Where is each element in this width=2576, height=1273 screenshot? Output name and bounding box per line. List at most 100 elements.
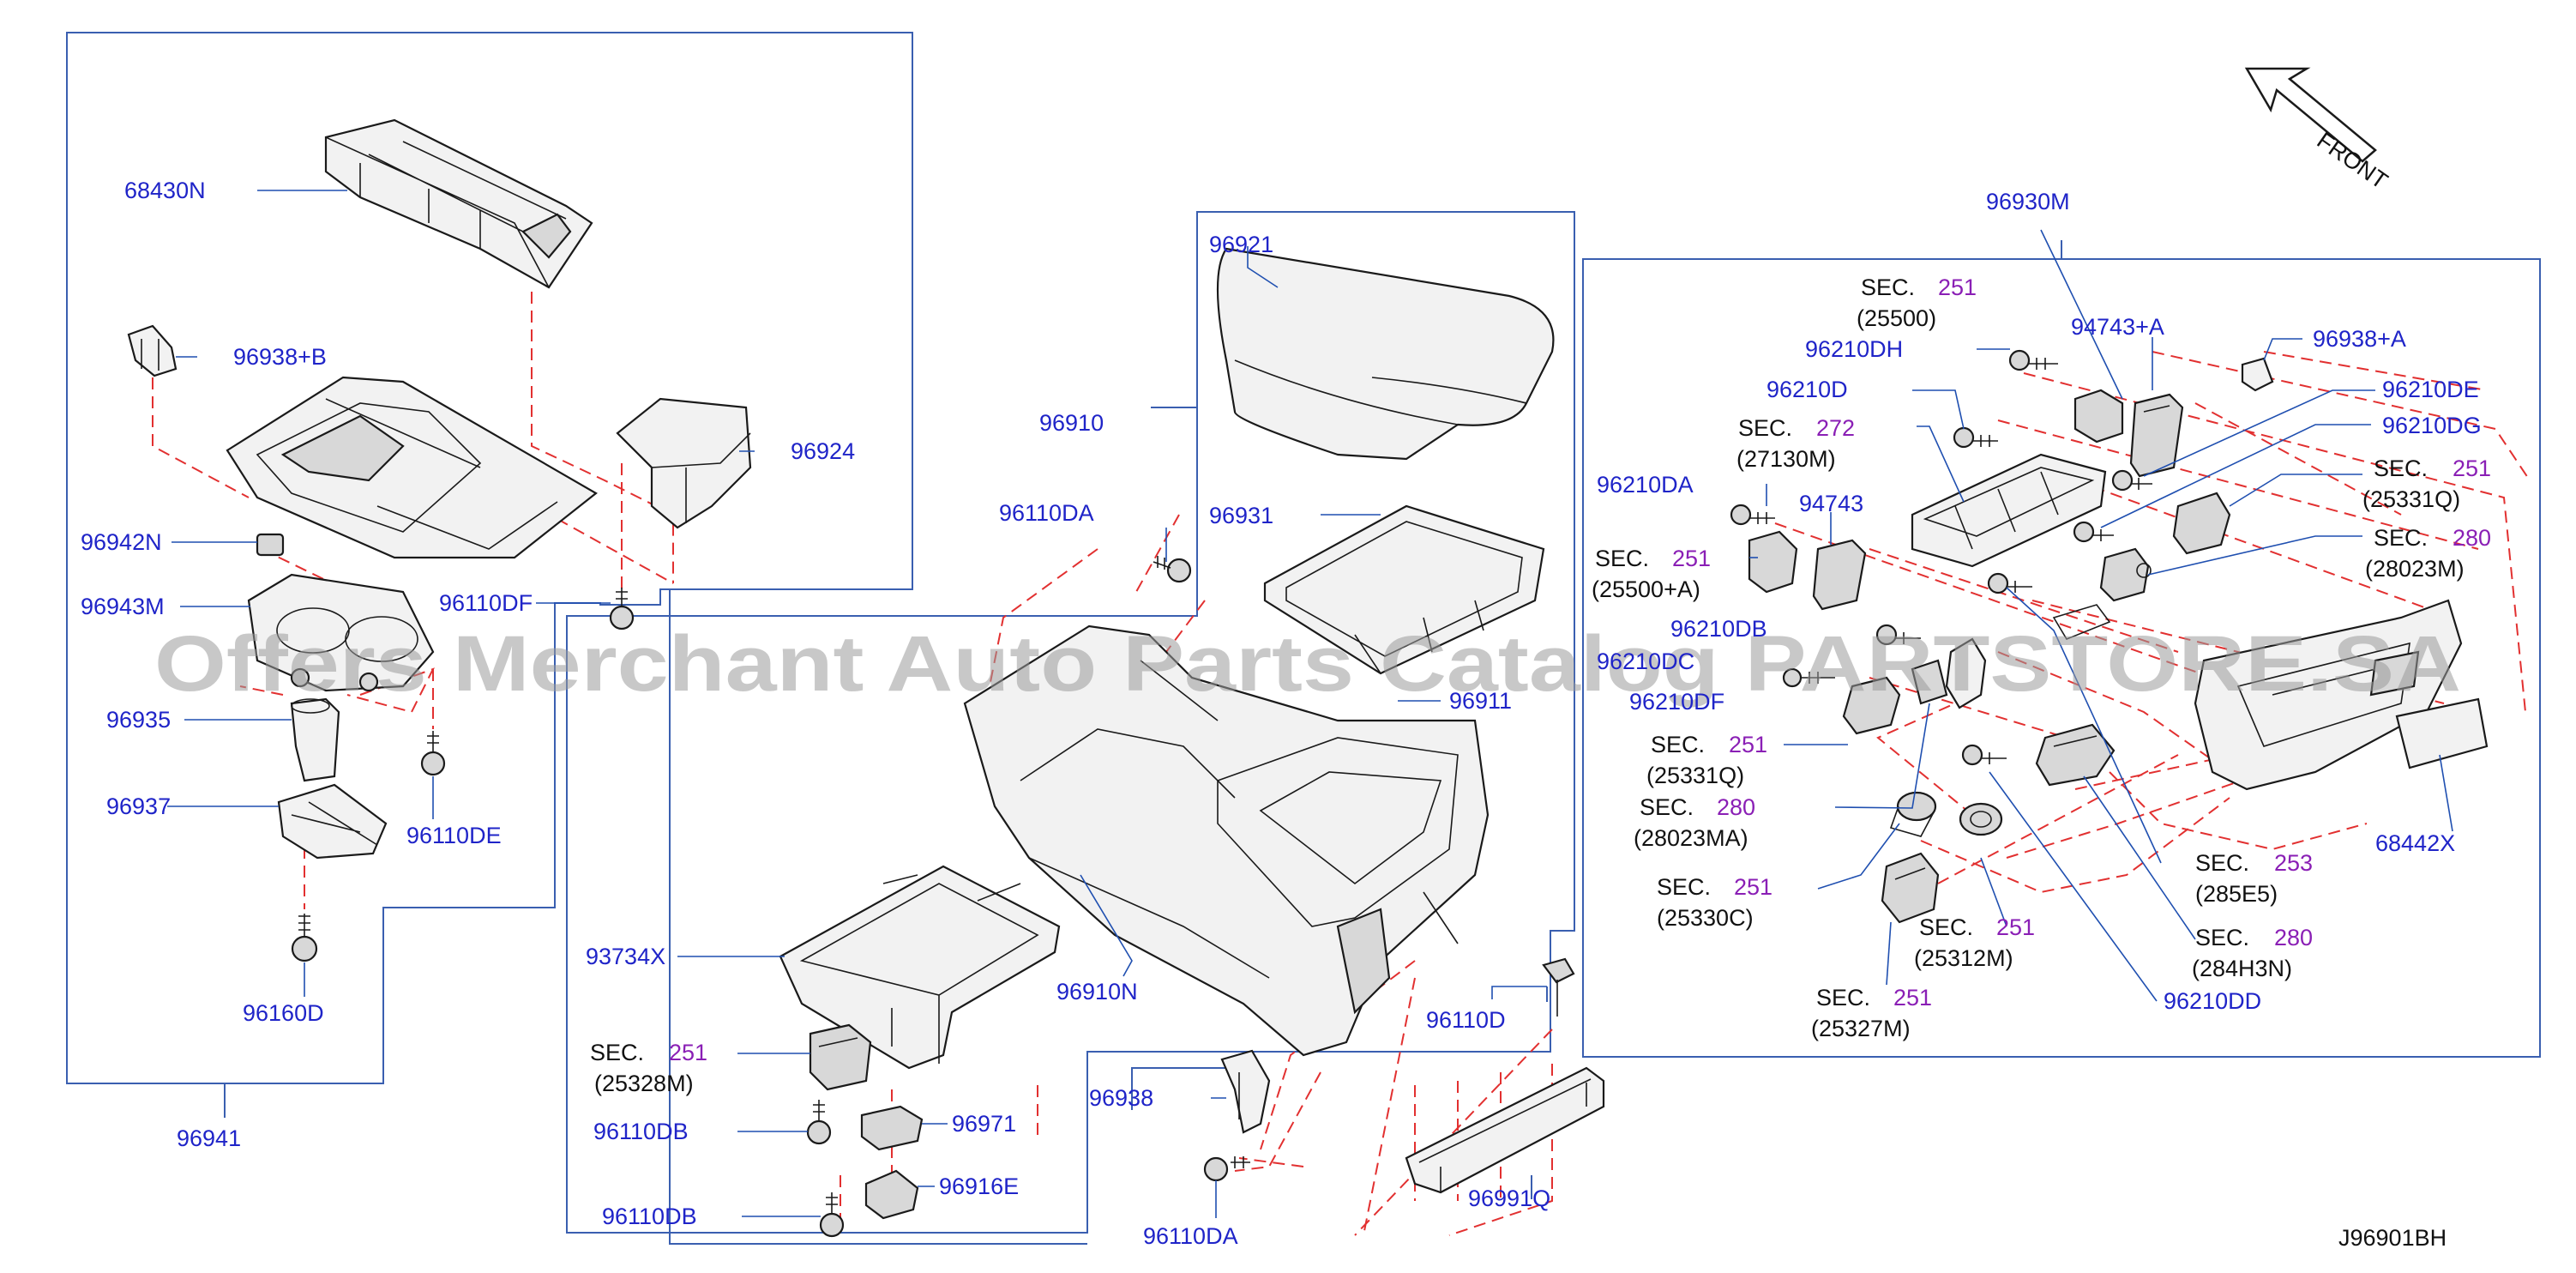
screw-96210DC	[1875, 624, 1921, 646]
sec-label-25331Q-right: SEC.	[2374, 456, 2428, 481]
sec-code-25312M: (25312M)	[1914, 945, 2013, 971]
label-96110DA-bottom: 96110DA	[1143, 1223, 1238, 1249]
label-96210DH: 96210DH	[1805, 336, 1903, 362]
label-96910N: 96910N	[1056, 979, 1138, 1005]
label-96931: 96931	[1209, 503, 1273, 528]
cupholder-96943M	[247, 573, 435, 692]
label-96971: 96971	[952, 1111, 1016, 1137]
sec-number-25500A: 251	[1672, 546, 1711, 571]
sec-number-25327M: 251	[1893, 985, 1932, 1011]
screw-96210DE	[2111, 469, 2152, 492]
lid-96921	[1216, 247, 1555, 461]
label-68430N: 68430N	[124, 178, 206, 203]
label-96110DB-a: 96110DB	[593, 1119, 689, 1144]
switch-94743A	[2129, 393, 2184, 478]
sec-number-285E5: 253	[2274, 850, 2313, 876]
label-96110DB-b: 96110DB	[602, 1204, 697, 1229]
label-96160D: 96160D	[243, 1000, 324, 1026]
switch-25331Q-left	[1842, 676, 1901, 735]
label-96210DE: 96210DE	[2382, 377, 2479, 402]
label-96943M: 96943M	[81, 594, 165, 619]
base-96937	[277, 783, 388, 860]
socket-28023M	[2099, 547, 2152, 602]
screw-96110DB-a	[806, 1100, 832, 1145]
label-94743: 94743	[1799, 491, 1863, 516]
screw-96210DD	[1961, 744, 2007, 766]
cap-96942N	[256, 533, 285, 557]
sec-number-28023M: 280	[2453, 525, 2491, 551]
screw-96110DA-bottom	[1203, 1156, 1250, 1182]
switch-25328M	[809, 1023, 872, 1091]
screw-96210DH	[2008, 349, 2058, 371]
console-96911	[963, 624, 1490, 1057]
sec-code-28023M: (28023M)	[2365, 556, 2465, 582]
bin-93734X	[779, 865, 1061, 1070]
clip-96938B	[127, 324, 178, 377]
label-96110DF: 96110DF	[439, 590, 533, 616]
label-96921: 96921	[1209, 232, 1273, 257]
sec-code-27130M: (27130M)	[1736, 446, 1836, 472]
label-96938B: 96938+B	[233, 344, 327, 370]
label-96910: 96910	[1039, 410, 1104, 436]
bracket-center	[1945, 604, 2111, 709]
bolt-96110D	[1542, 957, 1575, 1017]
screw-96210D	[1953, 426, 1998, 449]
label-96941: 96941	[177, 1125, 241, 1151]
sec-code-284H3N: (284H3N)	[2192, 956, 2292, 981]
sec-label-28023M: SEC.	[2374, 525, 2428, 551]
sec-label-25312M: SEC.	[1919, 914, 1973, 940]
label-96210DC: 96210DC	[1597, 649, 1694, 674]
label-96911: 96911	[1449, 688, 1512, 714]
sec-number-27130M: 272	[1816, 415, 1855, 441]
label-68442X: 68442X	[2375, 830, 2455, 856]
socket-25312M	[1959, 802, 2003, 836]
finisher-top	[226, 376, 598, 559]
screw-96160D	[291, 914, 318, 962]
assembly-lines-left	[152, 292, 674, 909]
finisher-68442X-area	[2194, 599, 2489, 791]
sec-number-284H3N: 280	[2274, 925, 2313, 950]
parts-left	[127, 118, 752, 962]
front-direction-arrow: FRONT	[2244, 67, 2392, 194]
label-96110DE: 96110DE	[406, 823, 502, 848]
sec-code-28023MA: (28023MA)	[1634, 825, 1748, 851]
label-96916E: 96916E	[939, 1173, 1019, 1199]
labels-center: 96921 96910 96110DA 96931 96911 93734X 9…	[586, 232, 1550, 1249]
tray-68430N	[324, 118, 593, 289]
label-96210DB: 96210DB	[1670, 616, 1767, 642]
switch-25500	[2073, 389, 2124, 443]
sec-code-285E5: (285E5)	[2195, 881, 2278, 907]
label-96938A: 96938+A	[2313, 326, 2406, 352]
label-96935: 96935	[106, 707, 171, 733]
sec-label-25500A: SEC.	[1595, 546, 1649, 571]
label-96210DD: 96210DD	[2164, 988, 2261, 1014]
label-96210D: 96210D	[1766, 377, 1848, 402]
module-285E5	[2035, 723, 2116, 787]
sec-number-25330C: 251	[1734, 874, 1773, 900]
sec-label-25327M: SEC.	[1816, 985, 1870, 1011]
label-96930M: 96930M	[1986, 189, 2070, 214]
label-96210DG: 96210DG	[2382, 413, 2482, 438]
labels-left: 68430N 96938+B 96924 96942N 96943M 96110…	[81, 178, 855, 1151]
label-96991Q: 96991Q	[1468, 1186, 1550, 1211]
sec-label-25500: SEC.	[1861, 275, 1915, 300]
boot-96935	[290, 697, 340, 782]
screw-96210DB	[1987, 572, 2032, 594]
sec-code-25331Q-right: (25331Q)	[2362, 486, 2460, 512]
screw-96110DB-b	[819, 1192, 845, 1238]
cap-96916E	[864, 1169, 919, 1220]
labels-right: 96930M SEC. 251 (25500) 96210DH 94743+A …	[1592, 189, 2491, 1041]
sec-code-25500A: (25500+A)	[1592, 576, 1700, 602]
label-96937: 96937	[106, 793, 171, 819]
bracket-96924	[616, 397, 752, 529]
label-96942N: 96942N	[81, 529, 162, 555]
sec-code-25327M: (25327M)	[1811, 1016, 1911, 1041]
label-96110DA-top: 96110DA	[999, 500, 1094, 526]
sec-label-284H3N: SEC.	[2195, 925, 2249, 950]
parts-right	[1730, 349, 2489, 924]
sec-number-25328M: 251	[669, 1040, 707, 1065]
sec-label-25328M: SEC.	[590, 1040, 644, 1065]
switch-25331Q-right	[2172, 492, 2231, 555]
switch-25327M	[1881, 852, 1940, 924]
